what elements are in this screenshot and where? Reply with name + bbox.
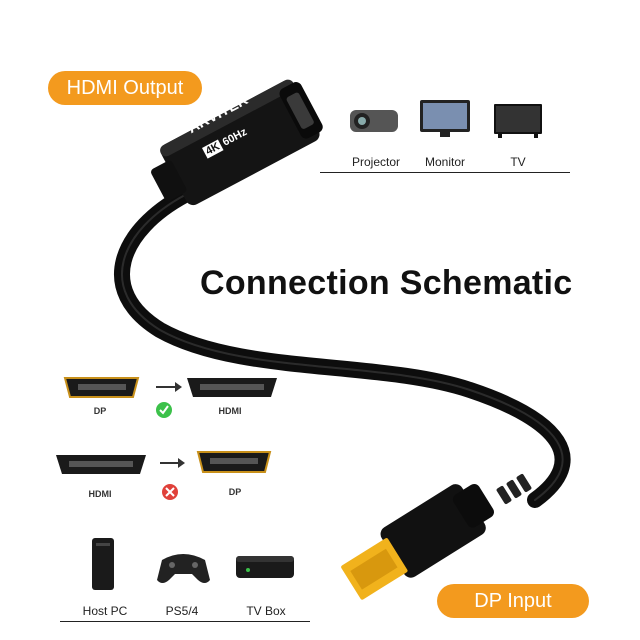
projector-icon-art [350,110,398,132]
output-label-monitor: Monitor [424,155,465,169]
source-label-ps: PS5/4 [165,604,199,618]
source-label-tv-box: TV Box [246,604,286,618]
dp-input-label: DP Input [437,584,589,618]
row1-from-label: DP [93,406,107,416]
output-label-projector: Projector [351,155,401,169]
monitor-icon-art [420,100,470,137]
hdmi-output-label: HDMI Output [48,71,202,105]
cross-icon [162,484,178,500]
outputs-divider [320,172,570,173]
sources-divider [60,621,310,622]
tv-box-icon-art [236,556,294,578]
page-title: Connection Schematic [200,264,573,302]
source-label-host-pc: Host PC [82,604,128,618]
row1-to-label: HDMI [218,406,242,416]
row2-from-label: HDMI [88,489,112,499]
pc-tower-icon-art [92,538,114,590]
gamepad-icon-art [157,554,210,583]
output-label-tv: TV [510,155,526,169]
row2-to-label: DP [228,487,242,497]
check-icon [156,402,172,418]
tv-icon-art [494,104,542,138]
